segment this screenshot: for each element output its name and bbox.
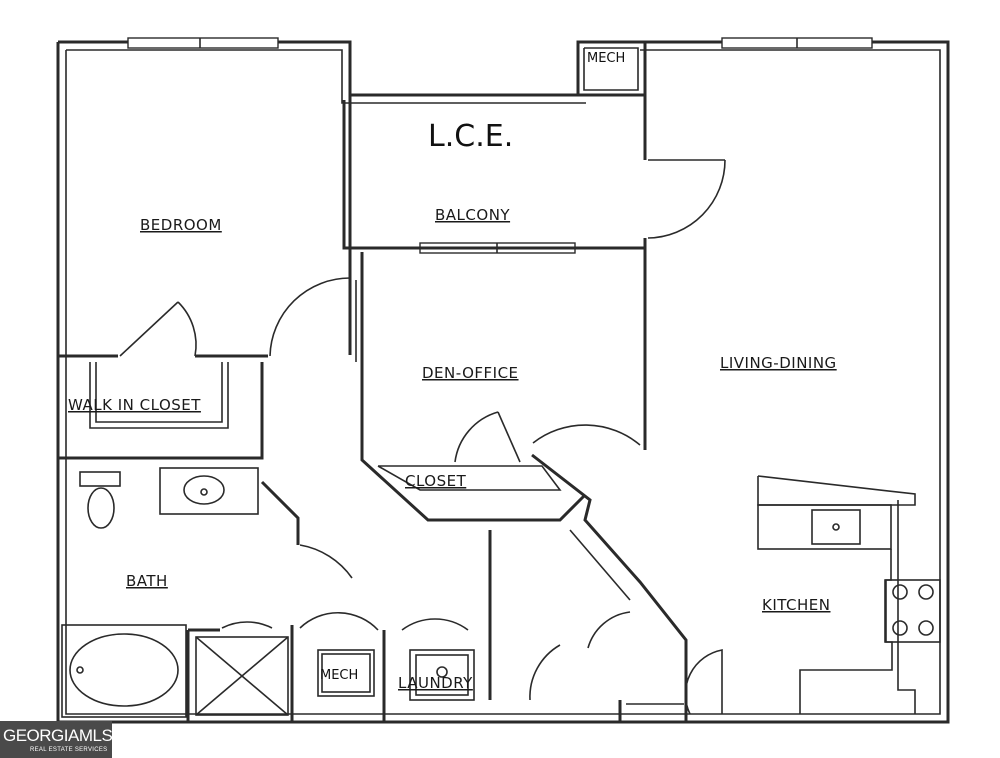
mech-closet-top — [578, 42, 647, 97]
lce-label: L.C.E. — [428, 119, 513, 154]
kitchen-fixtures — [684, 475, 941, 715]
bedroom-label: BEDROOM — [140, 216, 222, 234]
den-office-walls — [360, 252, 647, 522]
logo-subtitle: REAL ESTATE SERVICES — [30, 747, 108, 753]
bath-label: BATH — [126, 572, 168, 590]
living-dining-label: LIVING-DINING — [720, 354, 837, 372]
mech-top-label: MECH — [587, 51, 625, 66]
balcony-walls — [342, 95, 726, 252]
kitchen-label: KITCHEN — [762, 596, 831, 614]
den-office-label: DEN-OFFICE — [422, 364, 519, 382]
closet-label: CLOSET — [405, 472, 467, 490]
logo-name: GEORGIAMLS — [3, 726, 113, 745]
hall-walls — [260, 453, 688, 722]
georgia-mls-logo: GEORGIAMLS REAL ESTATE SERVICES — [0, 721, 113, 758]
laundry-label: LAUNDRY — [398, 674, 473, 692]
bath-fixtures — [61, 467, 259, 718]
walk-in-closet-label: WALK IN CLOSET — [68, 396, 201, 414]
entry-walls — [529, 611, 684, 722]
mech-bottom-label: MECH — [320, 668, 358, 683]
bedroom-walls — [58, 42, 357, 460]
balcony-label: BALCONY — [435, 206, 510, 224]
bottom-closets — [186, 611, 475, 722]
